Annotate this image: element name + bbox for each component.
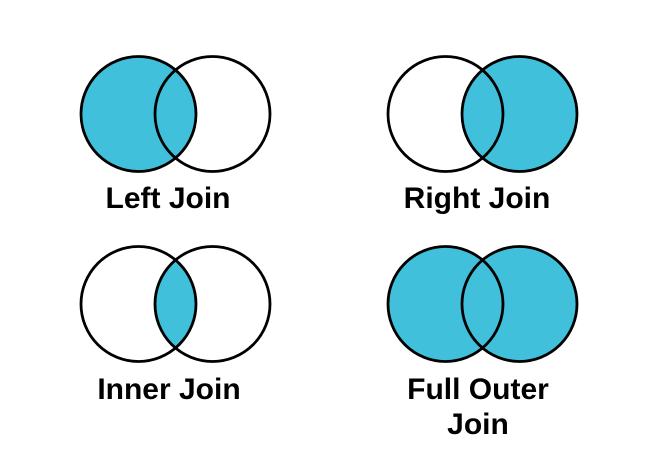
right-circle-shaded-region: [462, 56, 577, 172]
venn-left-join: [79, 55, 272, 173]
left-circle-shaded-region: [81, 56, 196, 172]
left-circle: [386, 245, 505, 363]
right-circle: [153, 245, 272, 363]
right-circle: [153, 55, 272, 173]
inner-join-label: Inner Join: [97, 373, 241, 406]
venn-full-outer-join: [386, 245, 579, 363]
left-join-label: Left Join: [105, 182, 231, 215]
right-circle: [460, 55, 579, 173]
full-outer-join-label: Full Outer Join: [407, 373, 549, 441]
left-circle: [79, 55, 198, 173]
right-circle: [460, 245, 579, 363]
left-circle: [79, 245, 198, 363]
venn-right-join: [386, 55, 579, 173]
intersection-shaded-region: [155, 246, 196, 362]
venn-inner-join: [79, 245, 272, 363]
left-circle: [386, 55, 505, 173]
right-circle-shaded-region: [462, 246, 577, 362]
right-join-label: Right Join: [403, 182, 551, 215]
